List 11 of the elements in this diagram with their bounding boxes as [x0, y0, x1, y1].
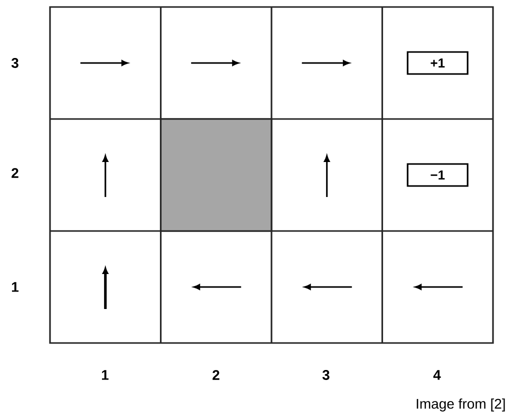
column-number: 1	[102, 370, 109, 380]
column-number: 4	[433, 370, 441, 380]
caption: Image from [2]	[416, 398, 505, 412]
column-number: 2	[212, 370, 220, 380]
row-number: 3	[11, 58, 18, 68]
row-number: 1	[12, 282, 19, 292]
reward-box: +1	[406, 51, 468, 75]
blocked-cell	[160, 118, 272, 232]
row-number: 2	[12, 168, 18, 178]
reward-box: −1	[406, 163, 468, 187]
column-number: 3	[322, 370, 330, 380]
